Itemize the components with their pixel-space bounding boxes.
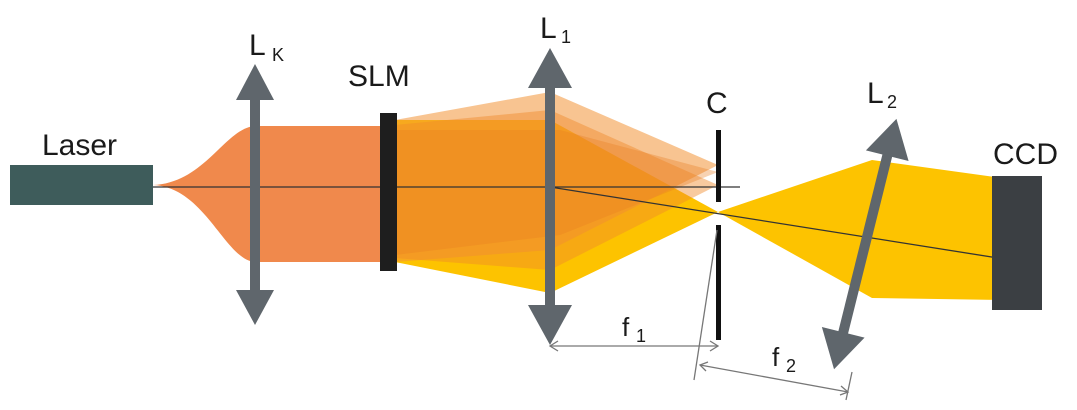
lk-label: L bbox=[249, 29, 266, 62]
laser-label: Laser bbox=[42, 129, 117, 162]
aperture-lower-bar bbox=[716, 225, 721, 340]
slm-label: SLM bbox=[348, 60, 410, 93]
f2-dimension bbox=[693, 229, 853, 401]
slm-plate bbox=[380, 113, 397, 271]
expanding-beam bbox=[153, 126, 255, 262]
diffracted-beam-1 bbox=[395, 92, 718, 262]
ccd-label: CCD bbox=[993, 138, 1058, 171]
f1-dimension bbox=[548, 340, 720, 352]
filtered-beam-to-ccd bbox=[872, 160, 1002, 300]
diffracted-beam-3 bbox=[395, 130, 718, 255]
lens-l1 bbox=[528, 48, 572, 345]
lens-l2 bbox=[821, 118, 909, 370]
f1-label-sub: 1 bbox=[636, 326, 646, 346]
f1-label: f bbox=[622, 312, 630, 342]
lk-label-sub: K bbox=[272, 45, 284, 65]
c-label: C bbox=[706, 87, 728, 120]
l2-label: L bbox=[867, 77, 884, 110]
aperture-upper-bar bbox=[716, 130, 721, 202]
l2-label-sub: 2 bbox=[887, 92, 897, 112]
f2-label: f bbox=[772, 342, 780, 372]
l1-label-sub: 1 bbox=[561, 27, 571, 47]
tilted-axis bbox=[549, 186, 999, 259]
l1-label: L bbox=[540, 12, 557, 45]
laser-body bbox=[10, 165, 153, 205]
diffracted-beam-2 bbox=[395, 110, 718, 270]
f2-label-sub: 2 bbox=[786, 356, 796, 376]
filtered-beam-diverging bbox=[718, 160, 872, 298]
ccd-sensor bbox=[992, 176, 1042, 310]
collimated-beam bbox=[255, 126, 385, 262]
lens-lk bbox=[236, 64, 274, 325]
